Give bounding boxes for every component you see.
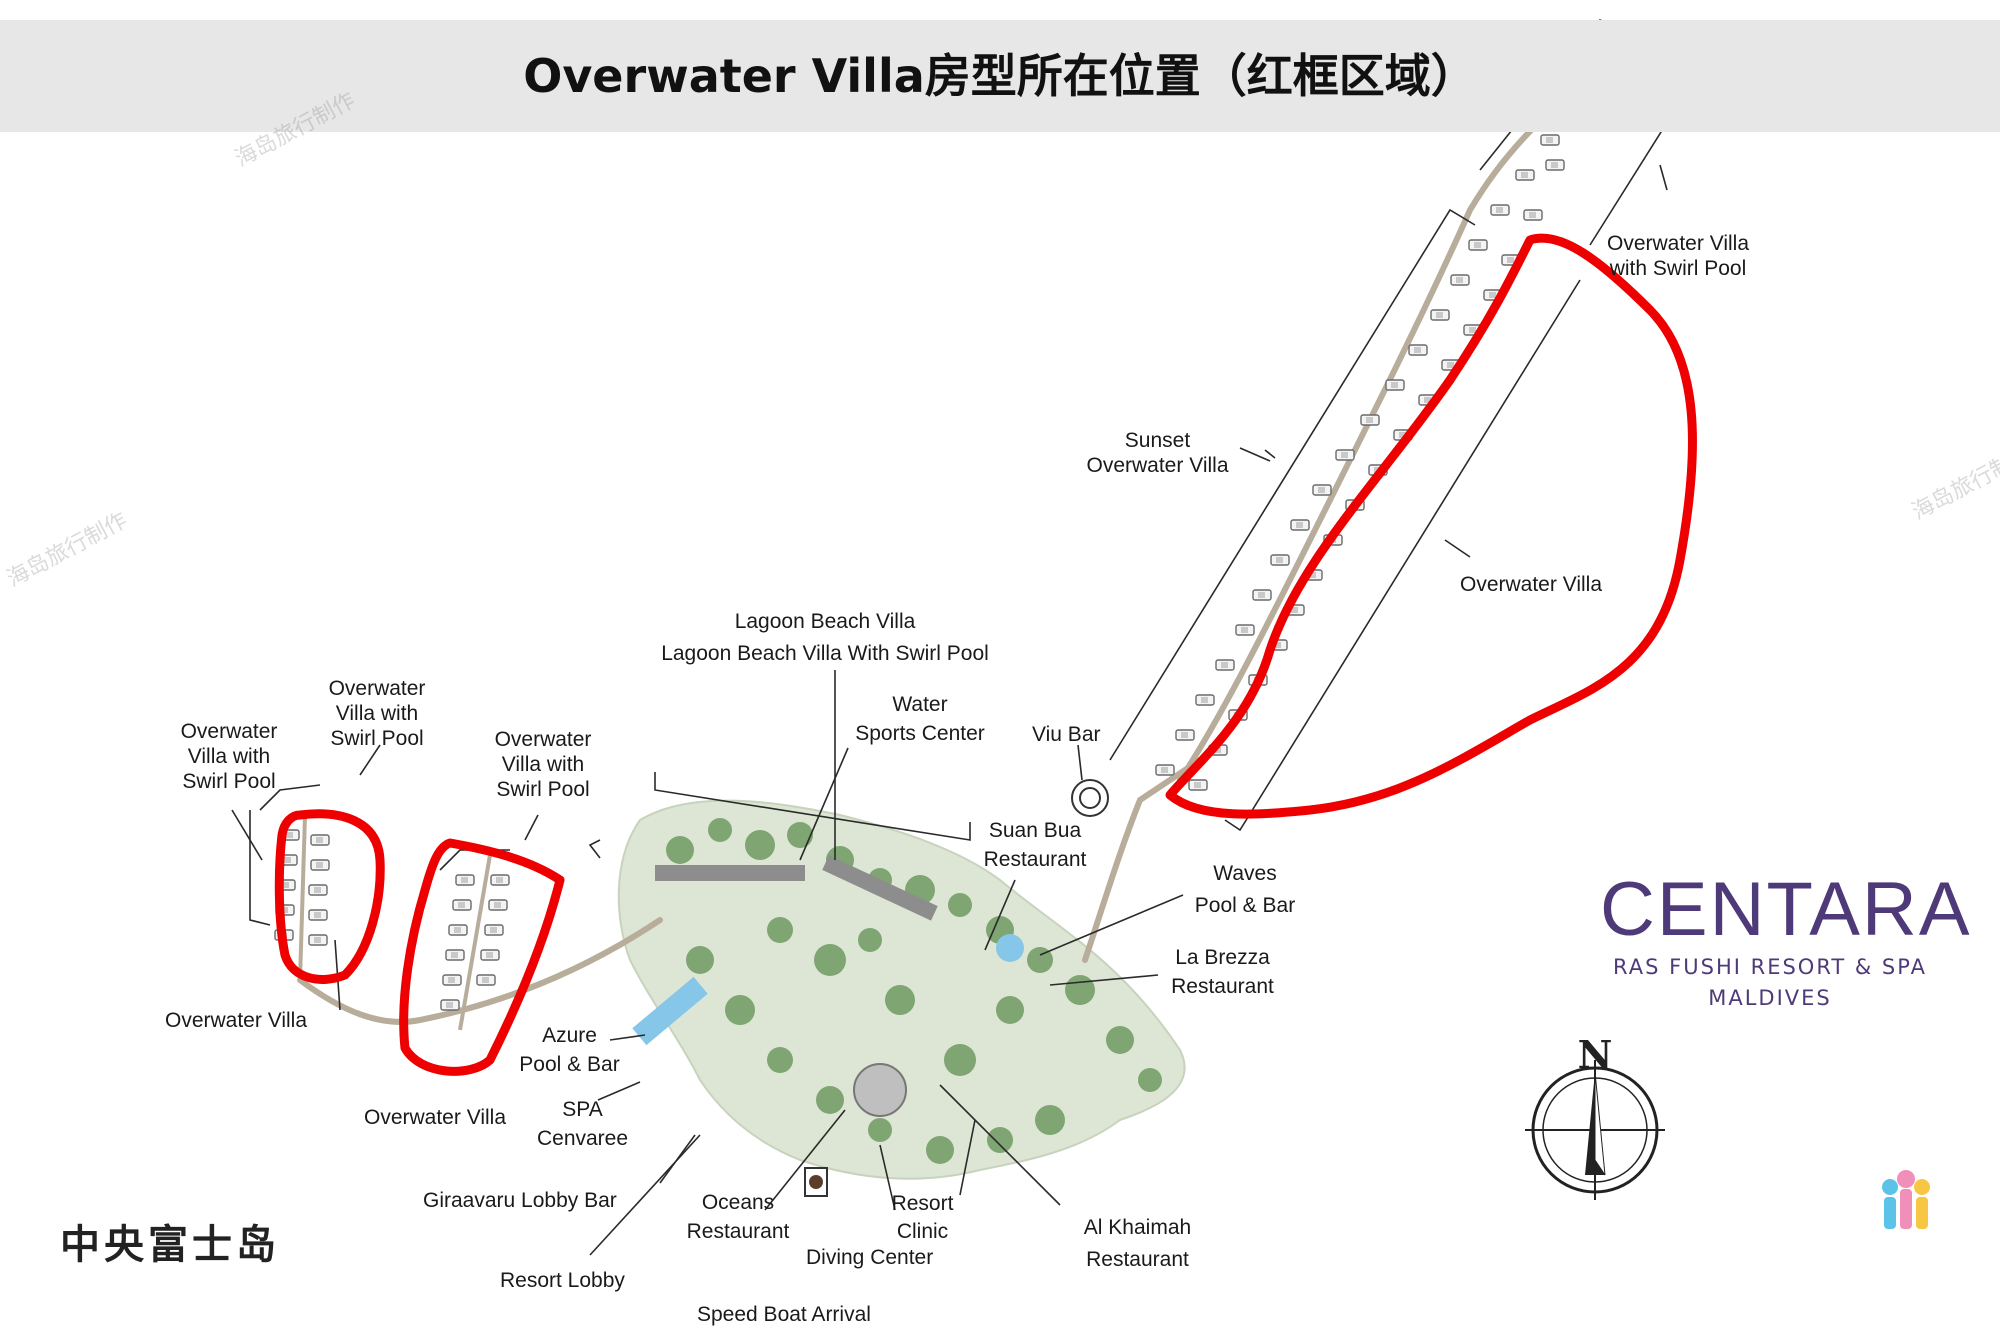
- beach-villa-row-2: [822, 855, 938, 921]
- beach-villa-row: [655, 865, 805, 881]
- highlight-mid: [399, 838, 565, 1076]
- viu-bar-icon: [1071, 779, 1109, 817]
- label-ov-villa-left: Overwater Villa: [165, 1009, 307, 1032]
- label-clinic: Resort Clinic: [891, 1192, 954, 1243]
- speed-boat-marker: [809, 1175, 823, 1189]
- label-ov-villa-right: Overwater Villa: [1460, 573, 1602, 596]
- label-ov-swirl-far-left: Overwater Villa with Swirl Pool: [180, 720, 278, 793]
- label-ov-villa-mid: Overwater Villa: [364, 1106, 506, 1129]
- label-oceans: Oceans Restaurant: [686, 1191, 790, 1243]
- family-icon: [1882, 1170, 1930, 1229]
- brand-location: MALDIVES: [1708, 986, 1832, 1010]
- highlight-outlines: [274, 233, 1697, 1076]
- label-la-brezza: La Brezza Restaurant: [1171, 946, 1274, 998]
- walkways: [297, 27, 1653, 1025]
- compass-letter: N: [1578, 1032, 1613, 1077]
- brand-subtitle: RAS FUSHI RESORT & SPA: [1613, 955, 1927, 979]
- label-water-sports: Water Sports Center: [855, 693, 985, 745]
- label-lagoon: Lagoon Beach Villa Lagoon Beach Villa Wi…: [661, 610, 989, 665]
- compass-icon: [1525, 1060, 1665, 1200]
- label-suan-bua: Suan Bua Restaurant: [983, 819, 1087, 871]
- label-al-khaimah: Al Khaimah Restaurant: [1083, 1216, 1192, 1271]
- highlight-left: [274, 809, 385, 984]
- label-speed-boat: Speed Boat Arrival: [697, 1303, 871, 1326]
- brand-name: CENTARA: [1600, 867, 1972, 952]
- label-ov-swirl-mid: Overwater Villa with Swirl Pool: [494, 728, 592, 801]
- label-diving: Diving Center: [806, 1246, 934, 1269]
- leader-lines: [231, 164, 1668, 1256]
- villas-long-jetty: [1155, 49, 1650, 791]
- bracket-lines: [249, 18, 1702, 1011]
- waves-pool: [996, 934, 1024, 962]
- label-giraavaru: Giraavaru Lobby Bar: [423, 1189, 617, 1212]
- label-spa: SPA Cenvaree: [536, 1098, 629, 1150]
- label-ov-swirl-left-top: Overwater Villa with Swirl Pool: [328, 677, 426, 750]
- brand-logo: CENTARA RAS FUSHI RESORT & SPA MALDIVES: [1600, 867, 1972, 1014]
- label-ov-swirl-right: Overwater Villa with Swirl Pool: [1607, 232, 1749, 280]
- highlight-right: [1165, 233, 1697, 819]
- island-name: 中央富士岛: [60, 1221, 280, 1268]
- label-viu-bar: Viu Bar: [1032, 723, 1101, 746]
- label-sunset: Sunset Overwater Villa: [1086, 429, 1229, 477]
- villa-spine-lines: [298, 814, 492, 1031]
- spa-building: [853, 1063, 907, 1117]
- azure-pool: [632, 976, 708, 1046]
- title-bar: [0, 20, 2000, 132]
- page-title: Overwater Villa房型所在位置（红框区域）: [523, 49, 1477, 103]
- label-resort-lobby: Resort Lobby: [500, 1269, 625, 1292]
- label-waves: Waves Pool & Bar: [1194, 862, 1296, 917]
- label-azure: Azure Pool & Bar: [519, 1024, 620, 1076]
